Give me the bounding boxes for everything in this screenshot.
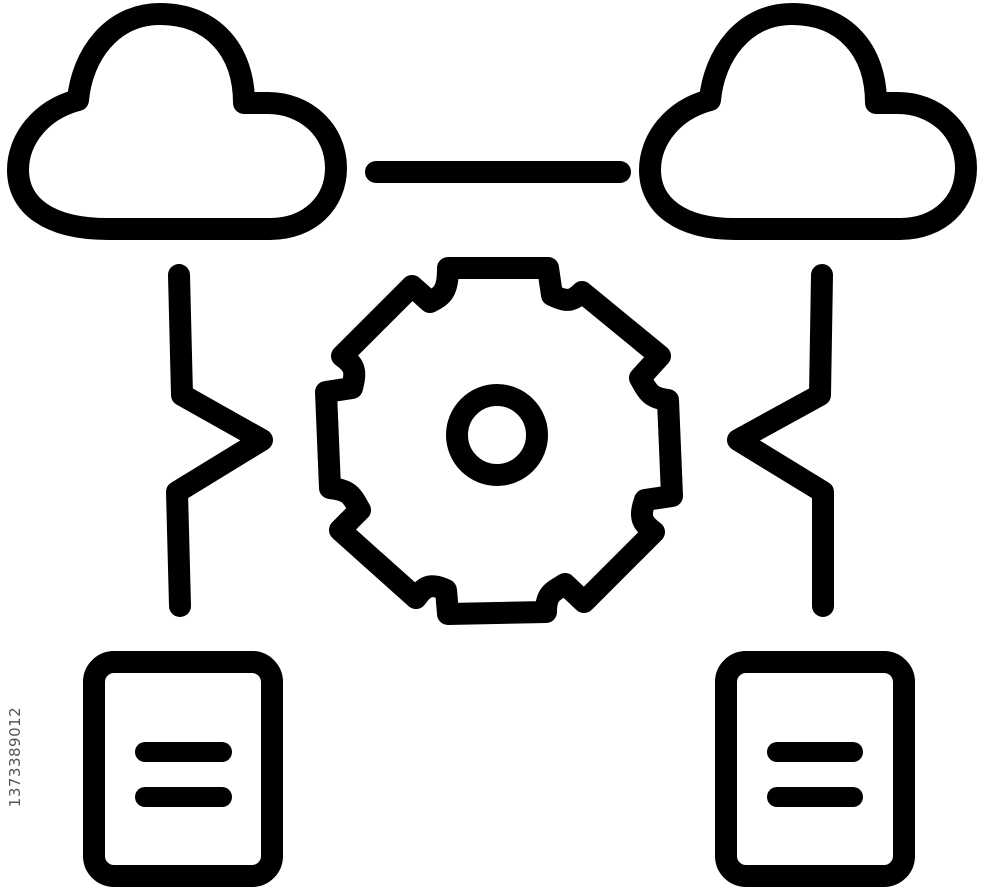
document-right-icon [715,651,915,887]
gear-hub-circle [446,384,548,486]
right-bracket-connector [727,264,834,617]
cloud-right-icon [639,3,977,240]
gear-icon [315,257,683,625]
watermark-side-id: 1373389012 [6,706,24,808]
left-bracket-connector [166,264,273,617]
document-left-icon [83,651,283,887]
cloud-left-icon [7,3,347,240]
